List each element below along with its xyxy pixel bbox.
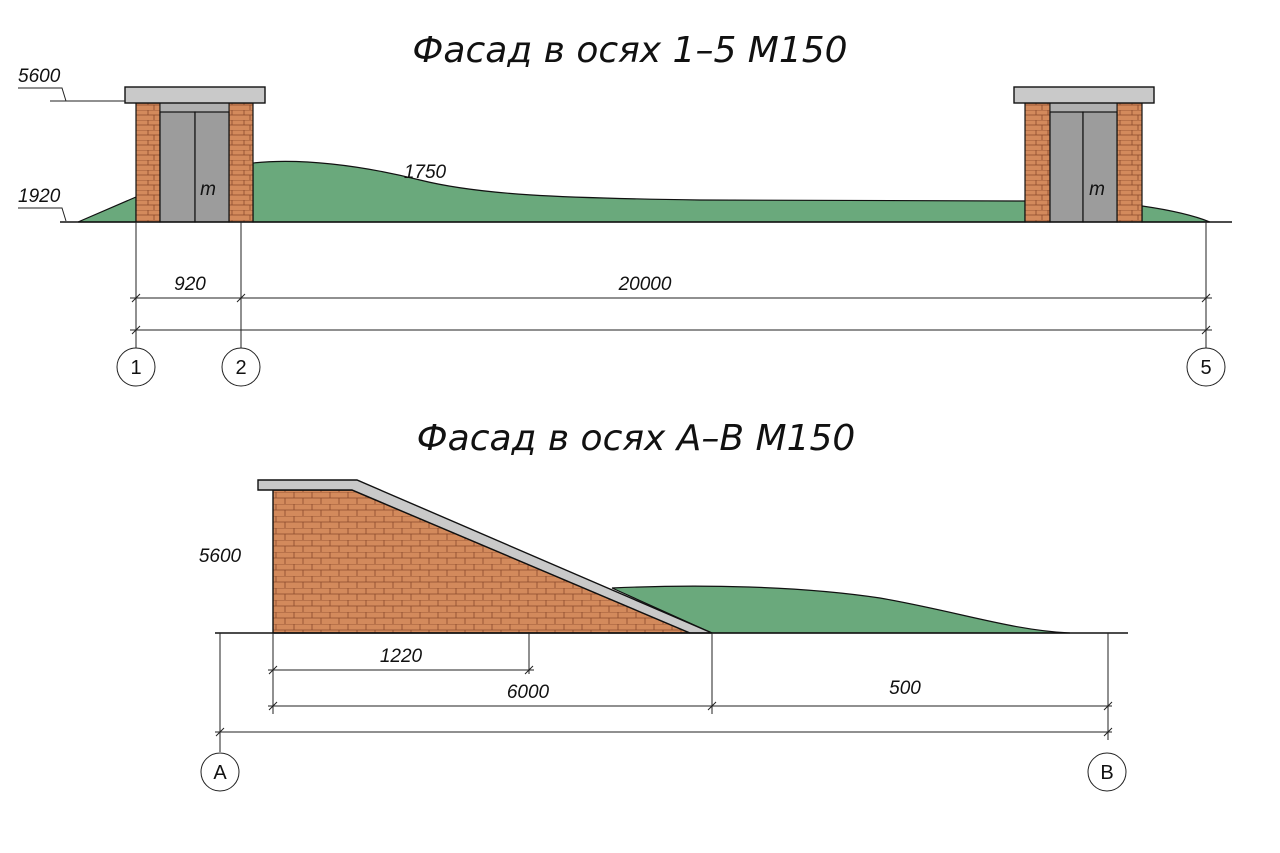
axis-marker-b: В xyxy=(1087,752,1127,792)
level-mark-1920: 1920 xyxy=(18,186,67,222)
grass-mound-left xyxy=(77,196,137,223)
level-label: 1920 xyxy=(18,186,61,207)
level-mark-5600: 5600 xyxy=(18,66,125,102)
dim-920: 920 xyxy=(174,274,206,295)
extension-lines xyxy=(219,633,1109,752)
dim-20000: 20000 xyxy=(618,274,672,295)
facade-2-title: Фасад в осях А–В М150 xyxy=(417,418,856,459)
grass-mound-main xyxy=(252,160,1026,223)
door-mark: m xyxy=(200,179,216,200)
svg-text:2: 2 xyxy=(235,357,246,379)
axis-marker-5: 5 xyxy=(1186,347,1226,387)
roof-slab xyxy=(1013,86,1155,104)
door-mark: m xyxy=(1089,179,1105,200)
dimension-lines xyxy=(130,297,1212,331)
svg-text:5: 5 xyxy=(1200,357,1211,379)
wall-height-label: 5600 xyxy=(199,546,242,567)
grass-mound xyxy=(611,585,1071,634)
facade-a-b: Фасад в осях А–В М150 5600 1220 6000 500… xyxy=(199,418,1128,792)
dim-6000: 6000 xyxy=(507,682,550,703)
dimension-lines xyxy=(215,669,1112,733)
brick-retaining-wall xyxy=(272,489,691,634)
gate-pillar-left: m xyxy=(124,86,266,223)
roof-slab xyxy=(124,86,266,104)
mound-height-label: 1750 xyxy=(404,162,447,183)
svg-text:А: А xyxy=(213,762,227,784)
gate-pillar-right: m xyxy=(1013,86,1155,223)
axis-marker-a: А xyxy=(200,752,240,792)
dim-500: 500 xyxy=(889,678,921,699)
dim-1220: 1220 xyxy=(380,646,423,667)
door-leaf xyxy=(159,111,196,223)
dimension-ticks xyxy=(131,293,1211,335)
grass-mound-right xyxy=(1141,205,1211,223)
facade-1-title: Фасад в осях 1–5 М150 xyxy=(412,30,847,71)
dimension-ticks xyxy=(215,665,1113,737)
facade-1-5: Фасад в осях 1–5 М150 m m 560 xyxy=(18,30,1232,387)
axis-marker-1: 1 xyxy=(116,347,156,387)
door-leaf xyxy=(1049,111,1084,223)
svg-text:1: 1 xyxy=(130,357,141,379)
axis-marker-2: 2 xyxy=(221,347,261,387)
svg-text:В: В xyxy=(1100,762,1113,784)
door-leaf xyxy=(1082,111,1118,223)
level-label: 5600 xyxy=(18,66,61,87)
door-leaf xyxy=(194,111,230,223)
extension-lines xyxy=(135,222,1207,348)
